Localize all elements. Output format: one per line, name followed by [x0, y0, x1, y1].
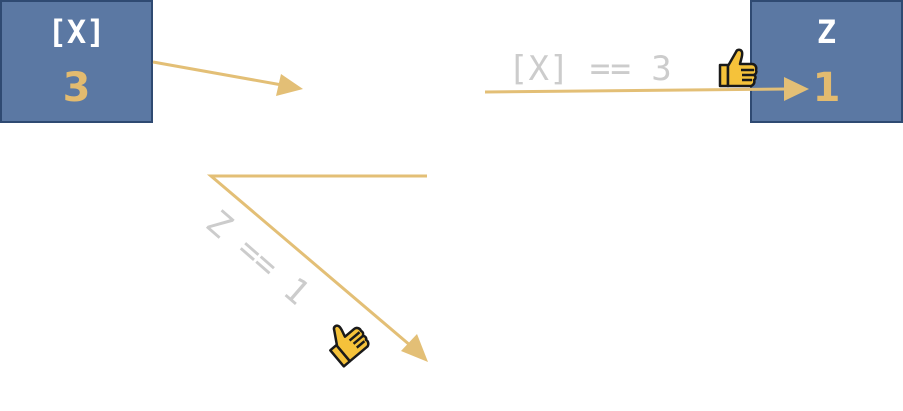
variable-name-x: [X]	[47, 13, 106, 51]
thumbs-up-icon	[319, 313, 373, 368]
arrow-to-z	[484, 87, 787, 94]
variable-value-z: 1	[812, 65, 841, 111]
arrow-bottom-branch	[206, 174, 427, 348]
thumbs-up-icon	[718, 48, 758, 88]
variable-box-x: [X] 3	[0, 0, 153, 123]
condition-label-bottom: Z == 1	[198, 203, 317, 314]
variable-name-z: Z	[816, 13, 837, 51]
variable-box-z: Z 1	[750, 0, 903, 123]
arrow-bottom-branch-head	[401, 334, 428, 362]
arrow-from-x	[152, 60, 283, 87]
arrow-to-z-head	[784, 77, 809, 101]
arrow-from-x-head	[276, 74, 303, 96]
variable-value-x: 3	[62, 65, 91, 111]
condition-label-top: [X] == 3	[508, 49, 672, 89]
